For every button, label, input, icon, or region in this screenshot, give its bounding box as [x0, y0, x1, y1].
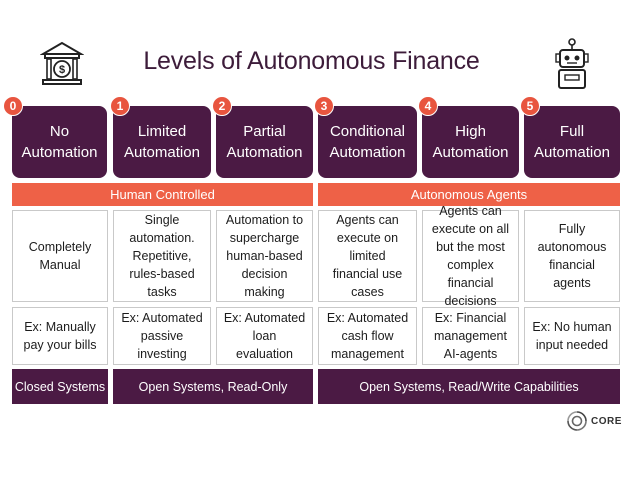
level-2-description: Automation to supercharge human-based de…	[216, 210, 313, 302]
level-0-description: Completely Manual	[12, 210, 108, 302]
level-4-name-line2: Automation	[432, 144, 509, 161]
level-2-example: Ex: Automated loan evaluation	[216, 307, 313, 365]
level-5-example: Ex: No human input needed	[524, 307, 620, 365]
level-1-description: Single automation. Repetitive, rules-bas…	[113, 210, 211, 302]
level-5-description: Fully autonomous financial agents	[524, 210, 620, 302]
level-3-example: Ex: Automated cash flow management	[318, 307, 417, 365]
level-0-name-line2: Automation	[21, 144, 98, 161]
level-4-description: Agents can execute on all but the most c…	[422, 204, 519, 308]
level-4-example: Ex: Financial management AI-agents	[422, 307, 519, 365]
level-2-badge: 2	[212, 96, 232, 116]
level-5-name-line2: Automation	[534, 144, 610, 161]
svg-text:$: $	[59, 64, 65, 76]
level-5-name-line1: Full	[559, 123, 585, 140]
level-4-name-line1: High	[455, 123, 486, 140]
level-0-name-line1: No	[49, 123, 70, 140]
level-1-example: Ex: Automated passive investing	[113, 307, 211, 365]
level-2-name-line1: Partial	[243, 123, 286, 140]
core-logo-icon	[567, 411, 587, 431]
core-logo-text: CORE	[591, 415, 622, 427]
level-4-badge: 4	[418, 96, 438, 116]
level-3-name-line2: Automation	[329, 144, 406, 161]
level-2-name-line2: Automation	[226, 144, 303, 161]
robot-icon	[555, 38, 589, 89]
page-title: Levels of Autonomous Finance	[143, 47, 480, 75]
level-5-badge: 5	[520, 96, 540, 116]
level-3-badge: 3	[314, 96, 334, 116]
footer-open-read-write: Open Systems, Read/Write Capabilities	[318, 369, 620, 404]
level-1-name-line2: Automation	[124, 144, 200, 161]
level-0-badge: 0	[3, 96, 23, 116]
level-1-badge: 1	[110, 96, 130, 116]
footer-closed-systems: Closed Systems	[12, 369, 108, 404]
level-0-example: Ex: Manually pay your bills	[12, 307, 108, 365]
level-3-name-line1: Conditional	[329, 123, 406, 140]
footer-open-read-only: Open Systems, Read-Only	[113, 369, 313, 404]
bank-icon: $	[40, 41, 84, 85]
level-3-description: Agents can execute on limited financial …	[318, 210, 417, 302]
level-1-name-line1: Limited	[137, 123, 187, 140]
core-logo: CORE	[566, 410, 622, 432]
group-human-controlled: Human Controlled	[12, 183, 313, 206]
group-autonomous-agents: Autonomous Agents	[318, 183, 620, 206]
